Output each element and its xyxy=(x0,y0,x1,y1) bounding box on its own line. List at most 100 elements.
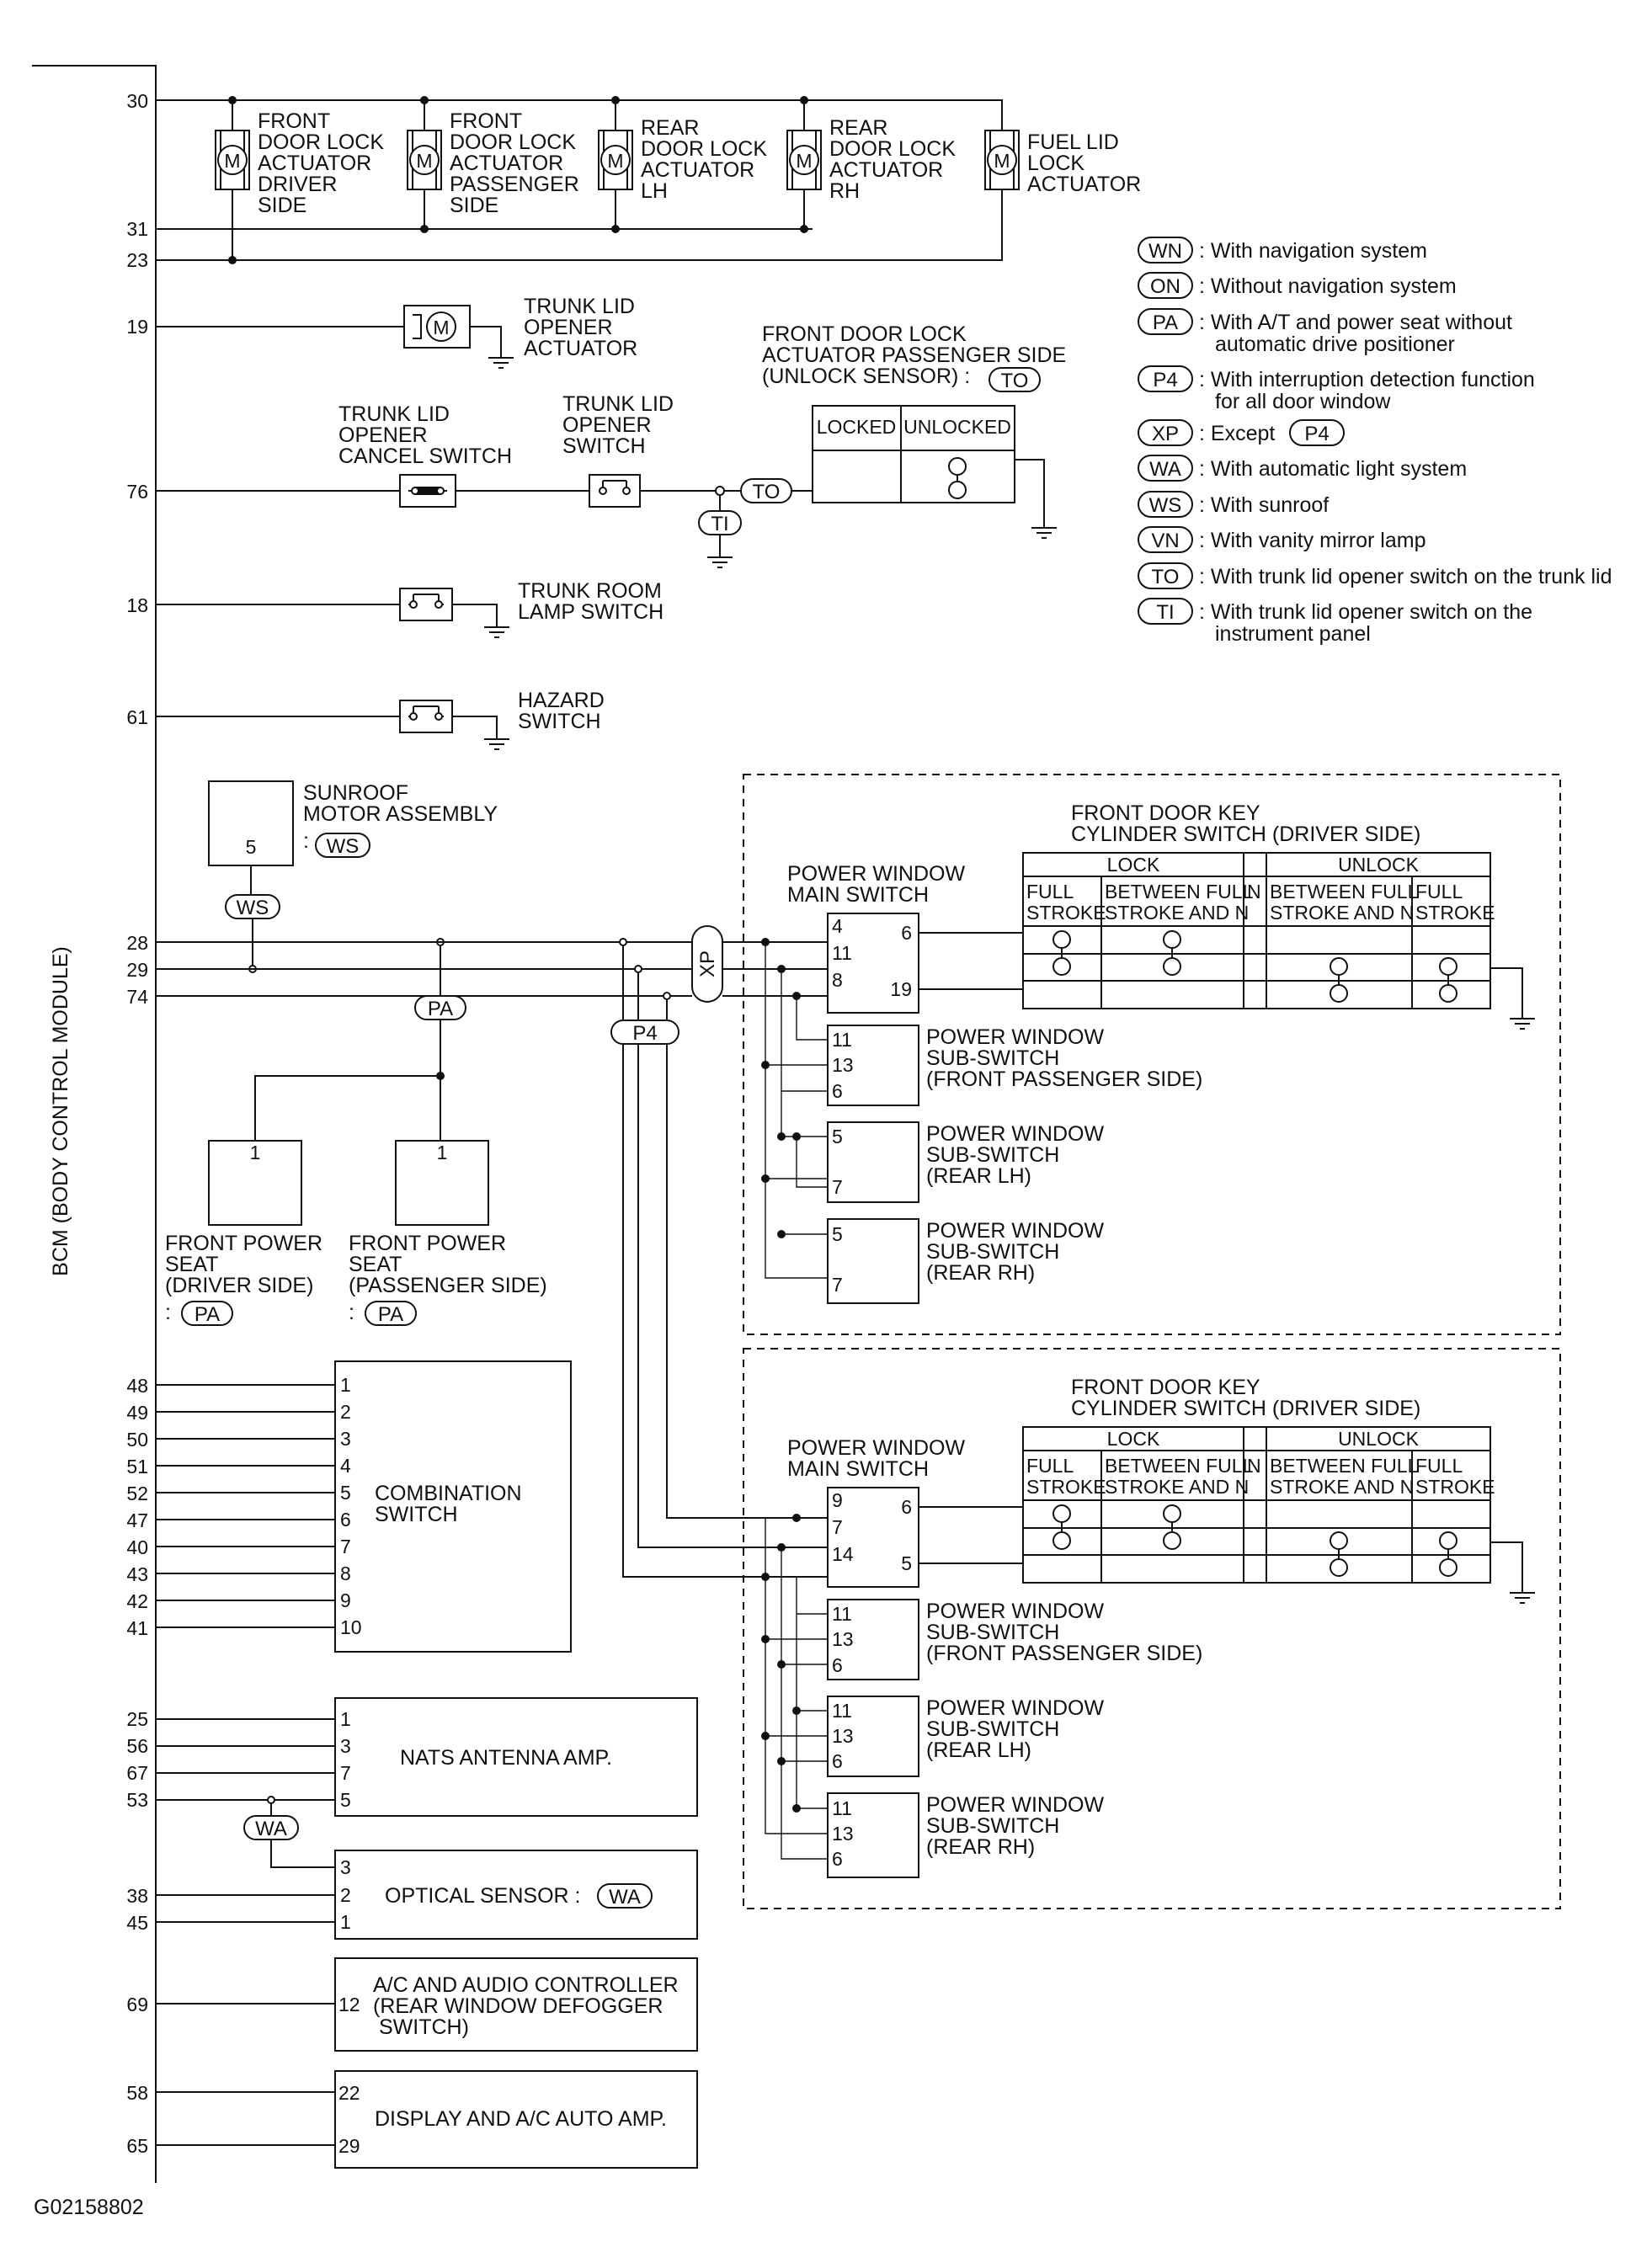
contact-icon xyxy=(1330,1531,1348,1550)
svg-text:2: 2 xyxy=(340,1884,351,1906)
pw-sub-switch-front-passenger-label: (FRONT PASSENGER SIDE) xyxy=(926,1642,1202,1665)
bcm-pin-56: 56 xyxy=(126,1735,148,1757)
contact-icon xyxy=(1439,1531,1457,1550)
bcm-pin-67: 67 xyxy=(126,1762,148,1784)
pin-number: 6 xyxy=(901,1496,912,1518)
option-tag-p4 xyxy=(610,1020,679,1045)
pw-sub-switch-front-passenger-label: (FRONT PASSENGER SIDE) xyxy=(926,1067,1202,1091)
internal-wiring xyxy=(722,941,828,1279)
svg-text:UNLOCKED: UNLOCKED xyxy=(903,416,1011,438)
svg-text:COMBINATION: COMBINATION xyxy=(375,1482,522,1505)
legend-item: ON: Without navigation system xyxy=(1138,272,1457,299)
pin-number: 2 xyxy=(340,1401,351,1423)
contact-icon xyxy=(1439,1558,1457,1577)
legend-text: : With vanity mirror lamp xyxy=(1199,529,1426,552)
svg-text:TO: TO xyxy=(753,481,781,503)
svg-text:ACTUATOR: ACTUATOR xyxy=(524,337,637,360)
bcm-pin-31: 31 xyxy=(126,218,148,240)
svg-text:TO: TO xyxy=(1001,370,1029,392)
key-cylinder-title: FRONT DOOR KEY xyxy=(1071,801,1260,825)
legend-code: WS xyxy=(1149,494,1182,517)
legend-text: : With navigation system xyxy=(1199,239,1427,263)
pin-number: 8 xyxy=(340,1563,351,1584)
legend-text: : With automatic light system xyxy=(1199,457,1467,481)
svg-text::: : xyxy=(165,1301,171,1324)
unlock-header: UNLOCK xyxy=(1338,1428,1420,1450)
pin-number: 6 xyxy=(901,922,912,944)
legend-code: P4 xyxy=(1153,369,1177,391)
option-tag-wa xyxy=(597,1883,653,1909)
svg-text:OPENER: OPENER xyxy=(524,316,613,339)
ground-icon xyxy=(1510,1592,1535,1604)
column-header: STROKE AND N xyxy=(1270,1476,1414,1498)
neutral-header: N xyxy=(1247,881,1261,902)
bcm-pin-69: 69 xyxy=(126,1994,148,2015)
svg-text:ACTUATOR: ACTUATOR xyxy=(1027,173,1141,196)
front-door-lock-actuator-driver-label: FRONT DOOR LOCK ACTUATOR DRIVER SIDE xyxy=(258,109,384,217)
svg-text:FUEL LID: FUEL LID xyxy=(1027,130,1119,154)
svg-text:1: 1 xyxy=(250,1142,261,1163)
svg-text:LAMP SWITCH: LAMP SWITCH xyxy=(518,600,663,624)
pin-number: 6 xyxy=(832,1654,843,1676)
ac-audio-controller: 12 A/C AND AUDIO CONTROLLER (REAR WINDOW… xyxy=(156,1957,698,2052)
svg-text:FRONT DOOR LOCK: FRONT DOOR LOCK xyxy=(762,322,967,346)
pin-number: 19 xyxy=(890,978,912,1000)
pin-number: 11 xyxy=(832,942,852,964)
pin-number: 1 xyxy=(340,1374,351,1396)
bcm-pin-28: 28 xyxy=(126,932,148,954)
unlock-header: UNLOCK xyxy=(1338,854,1420,876)
wire xyxy=(919,1506,1023,1564)
pin-number: 4 xyxy=(832,915,843,937)
bcm-pin-53: 53 xyxy=(126,1789,148,1811)
svg-text:(PASSENGER SIDE): (PASSENGER SIDE) xyxy=(349,1274,547,1297)
svg-text:DRIVER: DRIVER xyxy=(258,173,337,196)
option-tag-to xyxy=(989,367,1041,392)
hazard-switch: HAZARD SWITCH xyxy=(156,689,605,750)
contact-icon xyxy=(1163,1504,1181,1523)
svg-text:OPENER: OPENER xyxy=(562,413,652,437)
svg-text:SEAT: SEAT xyxy=(165,1253,218,1276)
legend-text: : Without navigation system xyxy=(1199,274,1457,298)
svg-text:MOTOR ASSEMBLY: MOTOR ASSEMBLY xyxy=(303,802,498,826)
svg-text:OPTICAL SENSOR :: OPTICAL SENSOR : xyxy=(385,1884,580,1908)
column-header: STROKE AND N xyxy=(1105,902,1249,924)
svg-text:M: M xyxy=(433,317,449,338)
svg-text:FRONT POWER: FRONT POWER xyxy=(165,1232,322,1255)
pw-sub-switch-rear-lh-label: SUB-SWITCH xyxy=(926,1143,1059,1167)
pw-sub-switch-rear-lh-label: (REAR LH) xyxy=(926,1738,1031,1762)
key-cylinder-title: FRONT DOOR KEY xyxy=(1071,1376,1260,1399)
bcm-pin-74: 74 xyxy=(126,986,148,1008)
door-lock-actuators: M M M M M FRONT DOOR LOCK ACTUATOR DRIVE… xyxy=(156,96,1141,264)
lock-header: LOCK xyxy=(1107,854,1160,876)
svg-text:REAR: REAR xyxy=(829,116,887,140)
pin-number: 5 xyxy=(901,1552,912,1574)
svg-text:5: 5 xyxy=(340,1789,351,1811)
contact-icon xyxy=(1163,1531,1181,1550)
legend-text: : With trunk lid opener switch on the tr… xyxy=(1199,565,1612,588)
key-cylinder-title: CYLINDER SWITCH (DRIVER SIDE) xyxy=(1071,1397,1420,1420)
bcm-border xyxy=(32,65,157,2183)
pw-sub-switch-rear-lh-label: SUB-SWITCH xyxy=(926,1717,1059,1741)
pin-number: 13 xyxy=(832,1823,854,1845)
svg-text::: : xyxy=(303,829,309,853)
pw-sub-switch-rear-rh xyxy=(827,1218,919,1304)
pin-number: 9 xyxy=(340,1589,351,1611)
bcm-pin-41: 41 xyxy=(126,1617,148,1639)
svg-text:3: 3 xyxy=(340,1856,351,1878)
figure-id: G02158802 xyxy=(34,2196,144,2219)
pw-sub-switch-rear-rh-label: SUB-SWITCH xyxy=(926,1240,1059,1264)
legend-code: TO xyxy=(1152,566,1180,588)
optical-sensor: 3 2 1 OPTICAL SENSOR : WA xyxy=(156,1839,698,1940)
svg-text:DOOR LOCK: DOOR LOCK xyxy=(450,130,576,154)
contact-icon xyxy=(1439,984,1457,1003)
legend-text: : Except xyxy=(1199,422,1275,445)
pw-sub-switch-rear-rh xyxy=(827,1792,919,1878)
svg-text:XP: XP xyxy=(696,950,719,977)
legend-text-2: for all door window xyxy=(1215,390,1391,413)
svg-text:PASSENGER: PASSENGER xyxy=(450,173,579,196)
option-tag-xp xyxy=(691,925,723,1003)
legend-code-tag xyxy=(1138,562,1193,589)
pin-number: 7 xyxy=(832,1274,843,1296)
